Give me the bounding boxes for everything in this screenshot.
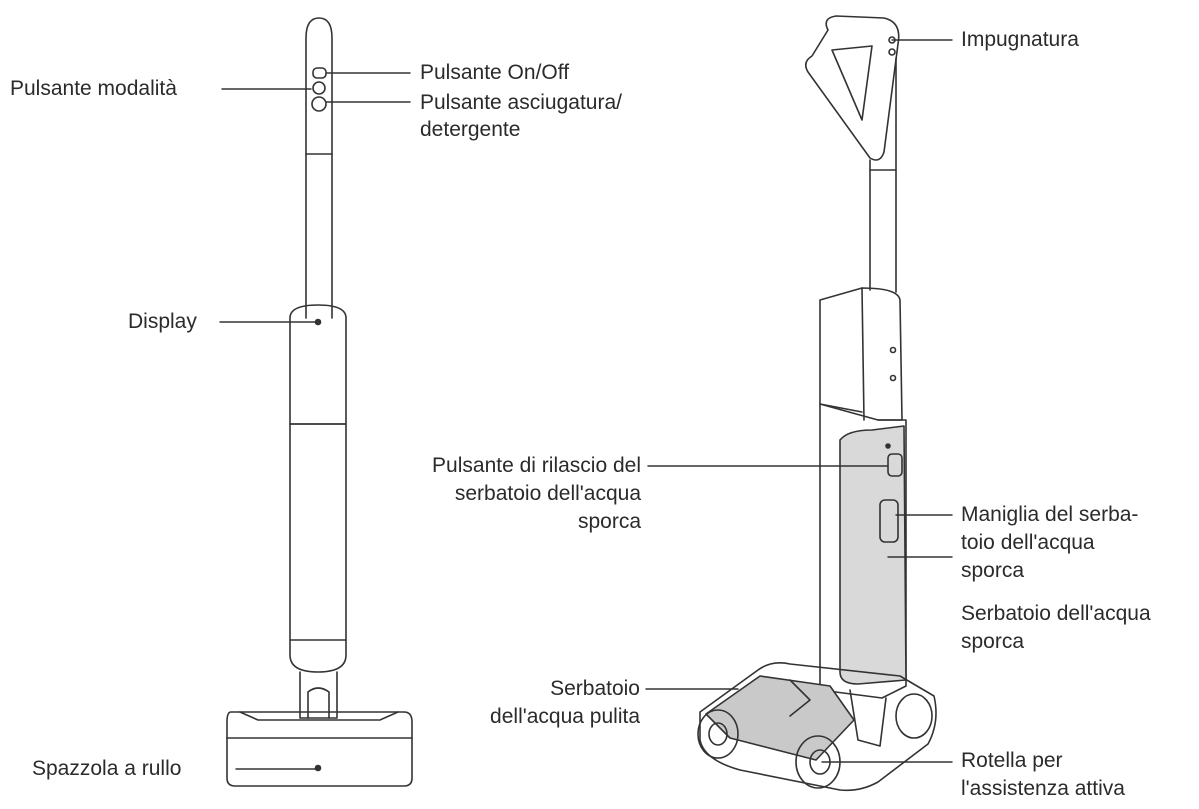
right-pole xyxy=(869,57,897,293)
left-upper-body xyxy=(289,304,347,425)
right-base xyxy=(699,662,937,792)
release-button-label-line2: serbatoio dell'acqua xyxy=(454,482,641,505)
left-wheel-shape xyxy=(697,709,739,759)
wheel-label-line1: Rotella per xyxy=(961,749,1063,772)
tank-handle-label-line1: Maniglia del serba- xyxy=(961,503,1139,526)
dirty-tank-label-line2: sporca xyxy=(961,630,1025,653)
display-label: Display xyxy=(128,310,197,333)
left-base xyxy=(226,711,413,787)
tank-handle-shape xyxy=(879,499,899,543)
roller-brush-label: Spazzola a rullo xyxy=(32,757,182,780)
clean-tank-label-line1: Serbatoio xyxy=(550,677,640,700)
wheel-label-line2: l'assistenza attiva xyxy=(961,777,1125,800)
left-neck xyxy=(299,671,338,719)
right-lower-body xyxy=(819,403,907,699)
tank-handle-label-line3: sporca xyxy=(961,559,1025,582)
mode-button-shape xyxy=(312,81,326,95)
right-vacuum-illustration xyxy=(697,15,937,792)
dirty-tank-label-line1: Serbatoio dell'acqua xyxy=(961,602,1151,625)
dry-button-label-line2: detergente xyxy=(420,118,521,141)
left-vacuum-illustration xyxy=(226,17,413,787)
mode-button-label: Pulsante modalità xyxy=(10,77,177,100)
release-button-label-line1: Pulsante di rilascio del xyxy=(432,454,641,477)
tank-release-button-shape xyxy=(887,453,903,477)
handle-label: Impugnatura xyxy=(961,28,1079,51)
clean-tank-label-line2: dell'acqua pulita xyxy=(490,705,640,728)
left-lower-body xyxy=(289,423,347,673)
on-off-button-shape xyxy=(312,67,327,79)
right-handle-grip xyxy=(804,15,900,161)
leader-lines xyxy=(219,39,953,770)
dry-button-shape xyxy=(311,96,327,112)
on-off-button-label: Pulsante On/Off xyxy=(420,61,570,84)
dirty-water-tank-shape xyxy=(839,425,907,685)
release-button-label-line3: sporca xyxy=(577,510,641,533)
left-handle xyxy=(305,17,333,319)
right-upper-body xyxy=(819,287,903,421)
tank-handle-label-line2: toio dell'acqua xyxy=(961,531,1095,554)
dry-button-label-line1: Pulsante asciugatura/ xyxy=(420,91,622,114)
